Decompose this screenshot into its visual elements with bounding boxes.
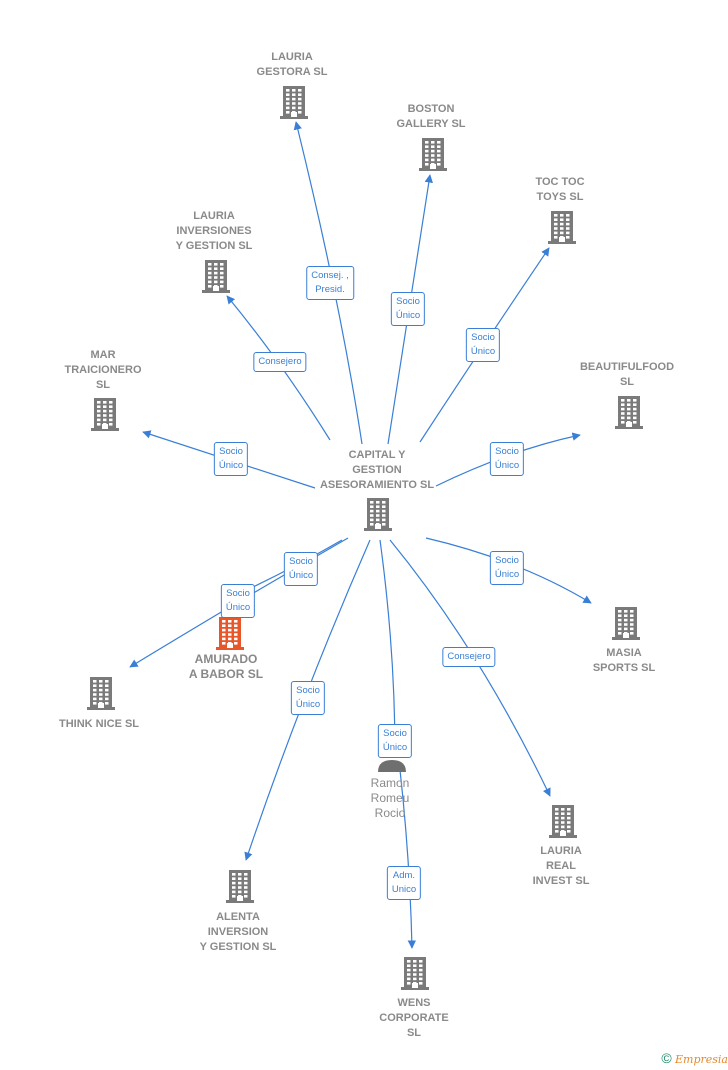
edge-label-lauria-gestora[interactable]: Consej. , Presid. <box>306 266 354 300</box>
edge-label-ramon[interactable]: Socio Único <box>377 724 413 758</box>
edge-label-lauria-inv[interactable]: Consejero <box>253 352 307 372</box>
building-icon <box>91 398 119 431</box>
edge-lauria-real <box>389 539 551 797</box>
building-icon <box>216 617 244 650</box>
node-label-alenta[interactable]: ALENTA INVERSION Y GESTION SL <box>199 911 277 953</box>
node-label-ramon[interactable]: Ramon Romeu Rocio <box>370 776 410 820</box>
building-icon <box>280 86 308 119</box>
edge-label-beautiful[interactable]: Socio Único <box>489 442 525 476</box>
node-boston[interactable] <box>417 137 449 171</box>
edge-ramon <box>379 539 400 756</box>
copyright-icon: © <box>661 1050 672 1066</box>
node-label-mar[interactable]: MAR TRAICIONERO SL <box>64 349 142 391</box>
node-beautiful[interactable] <box>613 395 645 429</box>
node-label-toctoc[interactable]: TOC TOC TOYS SL <box>535 176 585 203</box>
node-thinknice[interactable] <box>85 676 117 710</box>
node-label-amurado[interactable]: AMURADO A BABOR SL <box>188 652 264 681</box>
edge-label-boston[interactable]: Socio Único <box>390 292 426 326</box>
building-icon <box>549 805 577 838</box>
node-lauria-gestora[interactable] <box>278 85 310 119</box>
node-label-lauria-gestora[interactable]: LAURIA GESTORA SL <box>256 51 328 78</box>
edge-label-mar[interactable]: Socio Único <box>213 442 249 476</box>
node-mar[interactable] <box>89 397 121 431</box>
node-lauria-inv[interactable] <box>200 259 232 293</box>
edge-label-amurado[interactable]: Socio Único <box>283 552 319 586</box>
node-lauria-real[interactable] <box>547 804 579 838</box>
node-label-masia[interactable]: MASIA SPORTS SL <box>592 647 656 674</box>
person-icon <box>378 760 406 772</box>
node-label-beautiful[interactable]: BEAUTIFULFOOD SL <box>579 361 675 388</box>
edge-label-thinknice[interactable]: Socio Único <box>220 584 256 618</box>
edge-label-ramon-to-wens[interactable]: Adm. Unico <box>386 866 422 900</box>
building-icon <box>202 260 230 293</box>
building-icon <box>419 138 447 171</box>
edge-label-lauria-real[interactable]: Consejero <box>442 647 496 667</box>
node-amurado[interactable] <box>214 616 246 650</box>
node-label-wens[interactable]: WENS CORPORATE SL <box>379 997 449 1039</box>
edge-label-alenta[interactable]: Socio Único <box>290 681 326 715</box>
building-icon <box>401 957 429 990</box>
node-alenta[interactable] <box>224 869 256 903</box>
building-icon <box>226 870 254 903</box>
building-icon <box>548 211 576 244</box>
node-label-thinknice[interactable]: THINK NICE SL <box>58 718 140 730</box>
building-icon <box>615 396 643 429</box>
node-label-lauria-inv[interactable]: LAURIA INVERSIONES Y GESTION SL <box>175 210 253 252</box>
building-icon <box>364 498 392 531</box>
node-label-lauria-real[interactable]: LAURIA REAL INVEST SL <box>532 845 590 887</box>
center-node-label[interactable]: CAPITAL Y GESTION ASESORAMIENTO SL <box>319 449 435 491</box>
building-icon <box>612 607 640 640</box>
node-masia[interactable] <box>610 606 642 640</box>
node-ramon[interactable] <box>377 758 407 772</box>
center-node[interactable] <box>362 497 394 531</box>
node-label-boston[interactable]: BOSTON GALLERY SL <box>396 103 466 130</box>
edge-ramon-to-wens <box>399 769 417 949</box>
edge-label-masia[interactable]: Socio Único <box>489 551 525 585</box>
building-icon <box>87 677 115 710</box>
node-wens[interactable] <box>399 956 431 990</box>
edge-label-toctoc[interactable]: Socio Único <box>465 328 501 362</box>
footer-brand: © Empresia <box>661 1050 728 1066</box>
node-toctoc[interactable] <box>546 210 578 244</box>
brand-logo: Empresia <box>675 1053 728 1066</box>
